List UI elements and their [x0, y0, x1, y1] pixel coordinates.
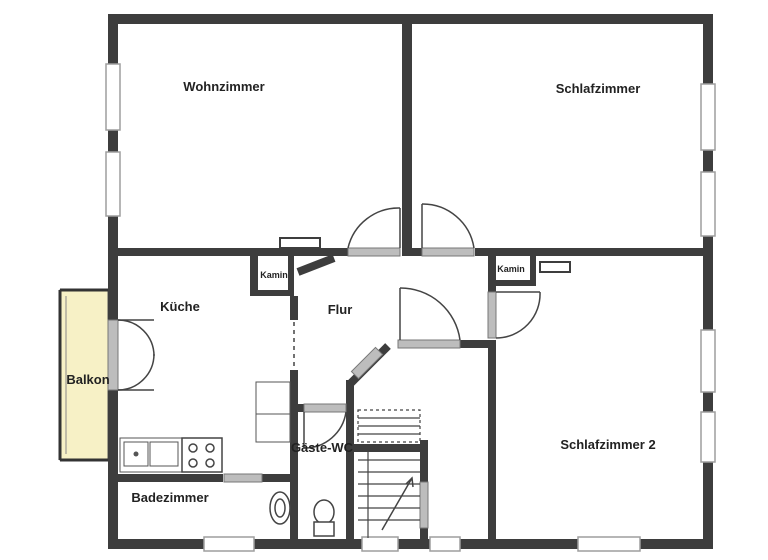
kitchen-shelves: [255, 381, 291, 443]
room-label-balkon: Balkon: [66, 372, 109, 387]
bathroom-sink-icon: [269, 491, 291, 525]
windows: [105, 63, 716, 552]
room-label-gaeste-wc: Gäste-WC: [291, 440, 354, 455]
kitchen-counter: [119, 437, 223, 473]
room-label-schlafzimmer: Schlafzimmer: [556, 81, 641, 96]
angled-walls: [296, 254, 391, 387]
door-frames: [107, 237, 571, 529]
label-kamin-right: Kamin: [497, 264, 525, 274]
door-swings: [117, 203, 541, 449]
interior-walls: [118, 24, 703, 540]
room-label-flur: Flur: [328, 302, 353, 317]
room-label-wohnzimmer: Wohnzimmer: [183, 79, 264, 94]
toilet-icon: [313, 499, 335, 537]
stove-icon: [181, 437, 223, 473]
label-kamin-left: Kamin: [260, 270, 288, 280]
room-label-badezimmer: Badezimmer: [131, 490, 208, 505]
staircase: [357, 409, 421, 538]
room-label-kueche: Küche: [160, 299, 200, 314]
room-label-schlafzimmer2: Schlafzimmer 2: [560, 437, 655, 452]
balcony-area: [58, 288, 109, 462]
outer-walls: [108, 14, 713, 549]
